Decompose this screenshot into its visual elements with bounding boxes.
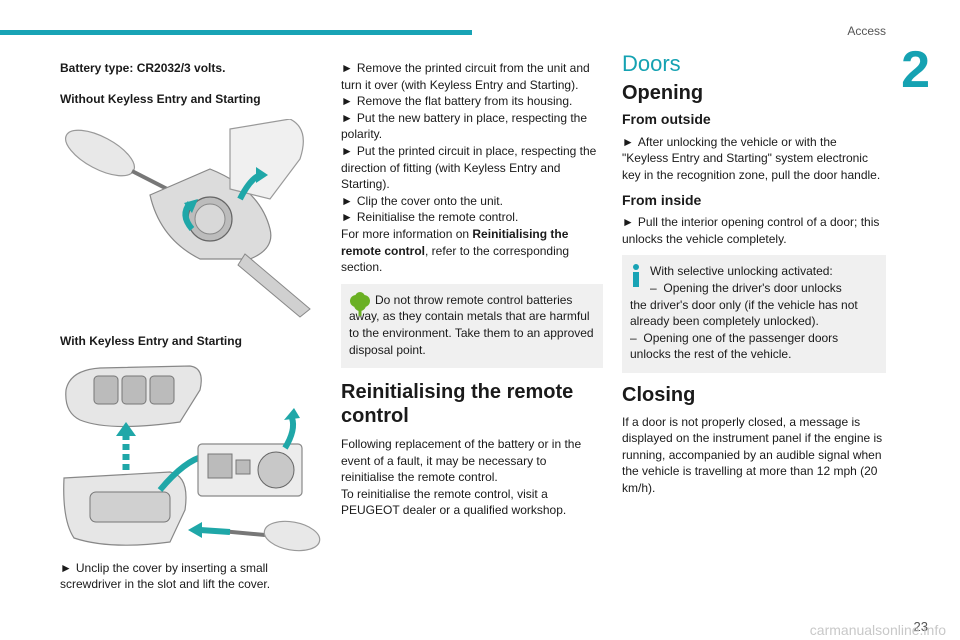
column-middle: ►Remove the printed circuit from the uni… <box>341 60 603 519</box>
step-clip-cover: ►Clip the cover onto the unit. <box>341 193 503 208</box>
environment-note: Do not throw remote control batteries aw… <box>341 283 603 369</box>
step-new-battery: ►Put the new battery in place, respectin… <box>341 110 588 142</box>
opening-heading: Opening <box>622 81 704 104</box>
column-right: Doors Opening From outside ►After unlock… <box>622 51 886 496</box>
reinit-p1: Following replacement of the battery or … <box>341 437 582 485</box>
chapter-number: 2 <box>901 41 930 99</box>
from-outside-heading: From outside <box>622 111 711 128</box>
selective-unlocking-note: With selective unlocking activated: – Op… <box>622 255 886 373</box>
bullet-arrow-icon: ► <box>60 560 72 575</box>
bullet-arrow-icon: ► <box>341 110 353 125</box>
closing-text: If a door is not properly closed, a mess… <box>622 414 883 495</box>
column-left: Battery type: CR2032/3 volts. Without Ke… <box>60 60 322 593</box>
from-inside-heading: From inside <box>622 191 702 208</box>
eco-tree-icon <box>349 291 371 321</box>
step-unclip: ►Unclip the cover by inserting a small s… <box>60 560 271 592</box>
info-line2: – Opening the driver's door unlocks <box>650 280 842 295</box>
inside-step: ►Pull the interior opening control of a … <box>622 215 880 246</box>
doors-heading: Doors <box>622 51 681 76</box>
watermark: carmanualsonline.info <box>809 622 946 638</box>
bullet-arrow-icon: ► <box>341 94 353 109</box>
step-reinitialise: ►Reinitialise the remote control. <box>341 210 519 225</box>
more-info-link[interactable]: Reinitialising the remote control <box>341 226 569 258</box>
with-keyless-heading: With Keyless Entry and Starting <box>60 334 242 349</box>
bullet-arrow-icon: ► <box>341 193 353 208</box>
bullet-arrow-icon: ► <box>341 210 353 225</box>
info-line3: the driver's door only (if the vehicle h… <box>630 297 858 329</box>
step-remove-circuit: ►Remove the printed circuit from the uni… <box>341 61 590 92</box>
header-accent-bar <box>0 30 472 35</box>
info-line4: – Opening one of the passenger doors unl… <box>630 330 839 362</box>
step-put-circuit: ►Put the printed circuit in place, respe… <box>341 143 597 192</box>
bullet-arrow-icon: ► <box>341 143 353 158</box>
info-icon <box>630 263 642 292</box>
without-keyless-heading: Without Keyless Entry and Starting <box>60 91 261 106</box>
env-note-rest: away, as they contain metals that are ha… <box>349 309 594 357</box>
key-with-keyless-illustration <box>60 360 322 552</box>
info-first: With selective unlocking activated: <box>650 264 833 279</box>
reinit-heading: Reinitialising the remote control <box>341 381 574 428</box>
section-title: Access <box>847 24 886 38</box>
bullet-arrow-icon: ► <box>622 215 634 230</box>
bullet-arrow-icon: ► <box>622 134 634 149</box>
reinit-p2: To reinitialise the remote control, visi… <box>341 486 567 518</box>
env-note-first: Do not throw remote control batteries <box>375 292 573 307</box>
closing-heading: Closing <box>622 383 696 406</box>
page-number: 23 <box>913 619 928 634</box>
bullet-arrow-icon: ► <box>341 61 353 75</box>
outside-step: ►After unlocking the vehicle or with the… <box>622 134 881 182</box>
step-remove-battery: ►Remove the flat battery from its housin… <box>341 94 573 109</box>
more-info: For more information on Reinitialising t… <box>341 226 570 275</box>
key-without-keyless-illustration <box>60 118 320 319</box>
battery-type: Battery type: CR2032/3 volts. <box>60 61 226 75</box>
